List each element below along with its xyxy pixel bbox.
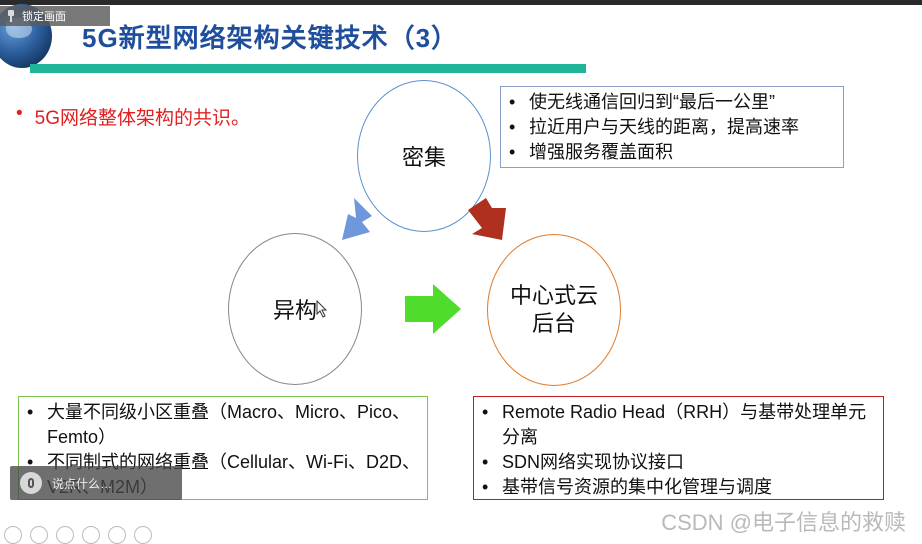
list-item: 基带信号资源的集中化管理与调度: [474, 475, 883, 500]
heterogeneous-label: 异构: [272, 298, 317, 323]
cloud-backend-circle: 中心式云 后台: [487, 234, 621, 386]
slides-grid-icon[interactable]: [82, 526, 100, 544]
prev-slide-icon[interactable]: [4, 526, 22, 544]
bullet-dot-icon: •: [16, 103, 23, 124]
next-slide-icon[interactable]: [30, 526, 48, 544]
list-item: 拉近用户与天线的距离，提高速率: [501, 115, 843, 140]
dense-label: 密集: [401, 145, 446, 170]
cloud-label-line2: 后台: [531, 311, 576, 336]
main-bullet: • 5G网络整体架构的共识。: [16, 103, 250, 130]
pin-icon: [6, 10, 16, 22]
arrow-down-right-icon: [468, 198, 506, 240]
comment-input-overlay[interactable]: 说点什么…: [10, 466, 182, 500]
pen-icon[interactable]: [56, 526, 74, 544]
presentation-controls: [4, 526, 152, 544]
list-item: SDN网络实现协议接口: [474, 450, 883, 475]
more-options-icon[interactable]: [134, 526, 152, 544]
list-item: 增强服务覆盖面积: [501, 140, 843, 165]
list-item: Remote Radio Head（RRH）与基带处理单元分离: [474, 400, 883, 450]
lock-screen-toolbar[interactable]: 锁定画面: [0, 6, 110, 26]
title-underline: [30, 64, 586, 73]
dense-description-box: 使无线通信回归到“最后一公里” 拉近用户与天线的距离，提高速率 增强服务覆盖面积: [500, 86, 844, 168]
slide-title: 5G新型网络架构关键技术（3）: [82, 23, 459, 53]
zoom-icon[interactable]: [108, 526, 126, 544]
lock-screen-label: 锁定画面: [22, 11, 66, 23]
microphone-icon[interactable]: [20, 472, 42, 494]
cloud-description-box: Remote Radio Head（RRH）与基带处理单元分离 SDN网络实现协…: [473, 396, 884, 500]
main-bullet-text: 5G网络整体架构的共识。: [34, 108, 251, 129]
list-item: 大量不同级小区重叠（Macro、Micro、Pico、Femto）: [19, 400, 427, 450]
window-top-border: [0, 0, 922, 5]
cloud-backend-label: 中心式云 后台: [510, 282, 598, 338]
heterogeneous-circle: 异构: [228, 233, 362, 385]
arrow-right-icon: [405, 284, 461, 334]
watermark: CSDN @电子信息的救赎: [661, 510, 906, 535]
arrow-down-left-icon: [342, 198, 372, 240]
mouse-cursor-icon: [316, 300, 328, 318]
comment-placeholder: 说点什么…: [52, 476, 113, 491]
dense-circle: 密集: [357, 80, 491, 232]
cloud-label-line1: 中心式云: [509, 283, 598, 308]
list-item: 使无线通信回归到“最后一公里”: [501, 90, 843, 115]
